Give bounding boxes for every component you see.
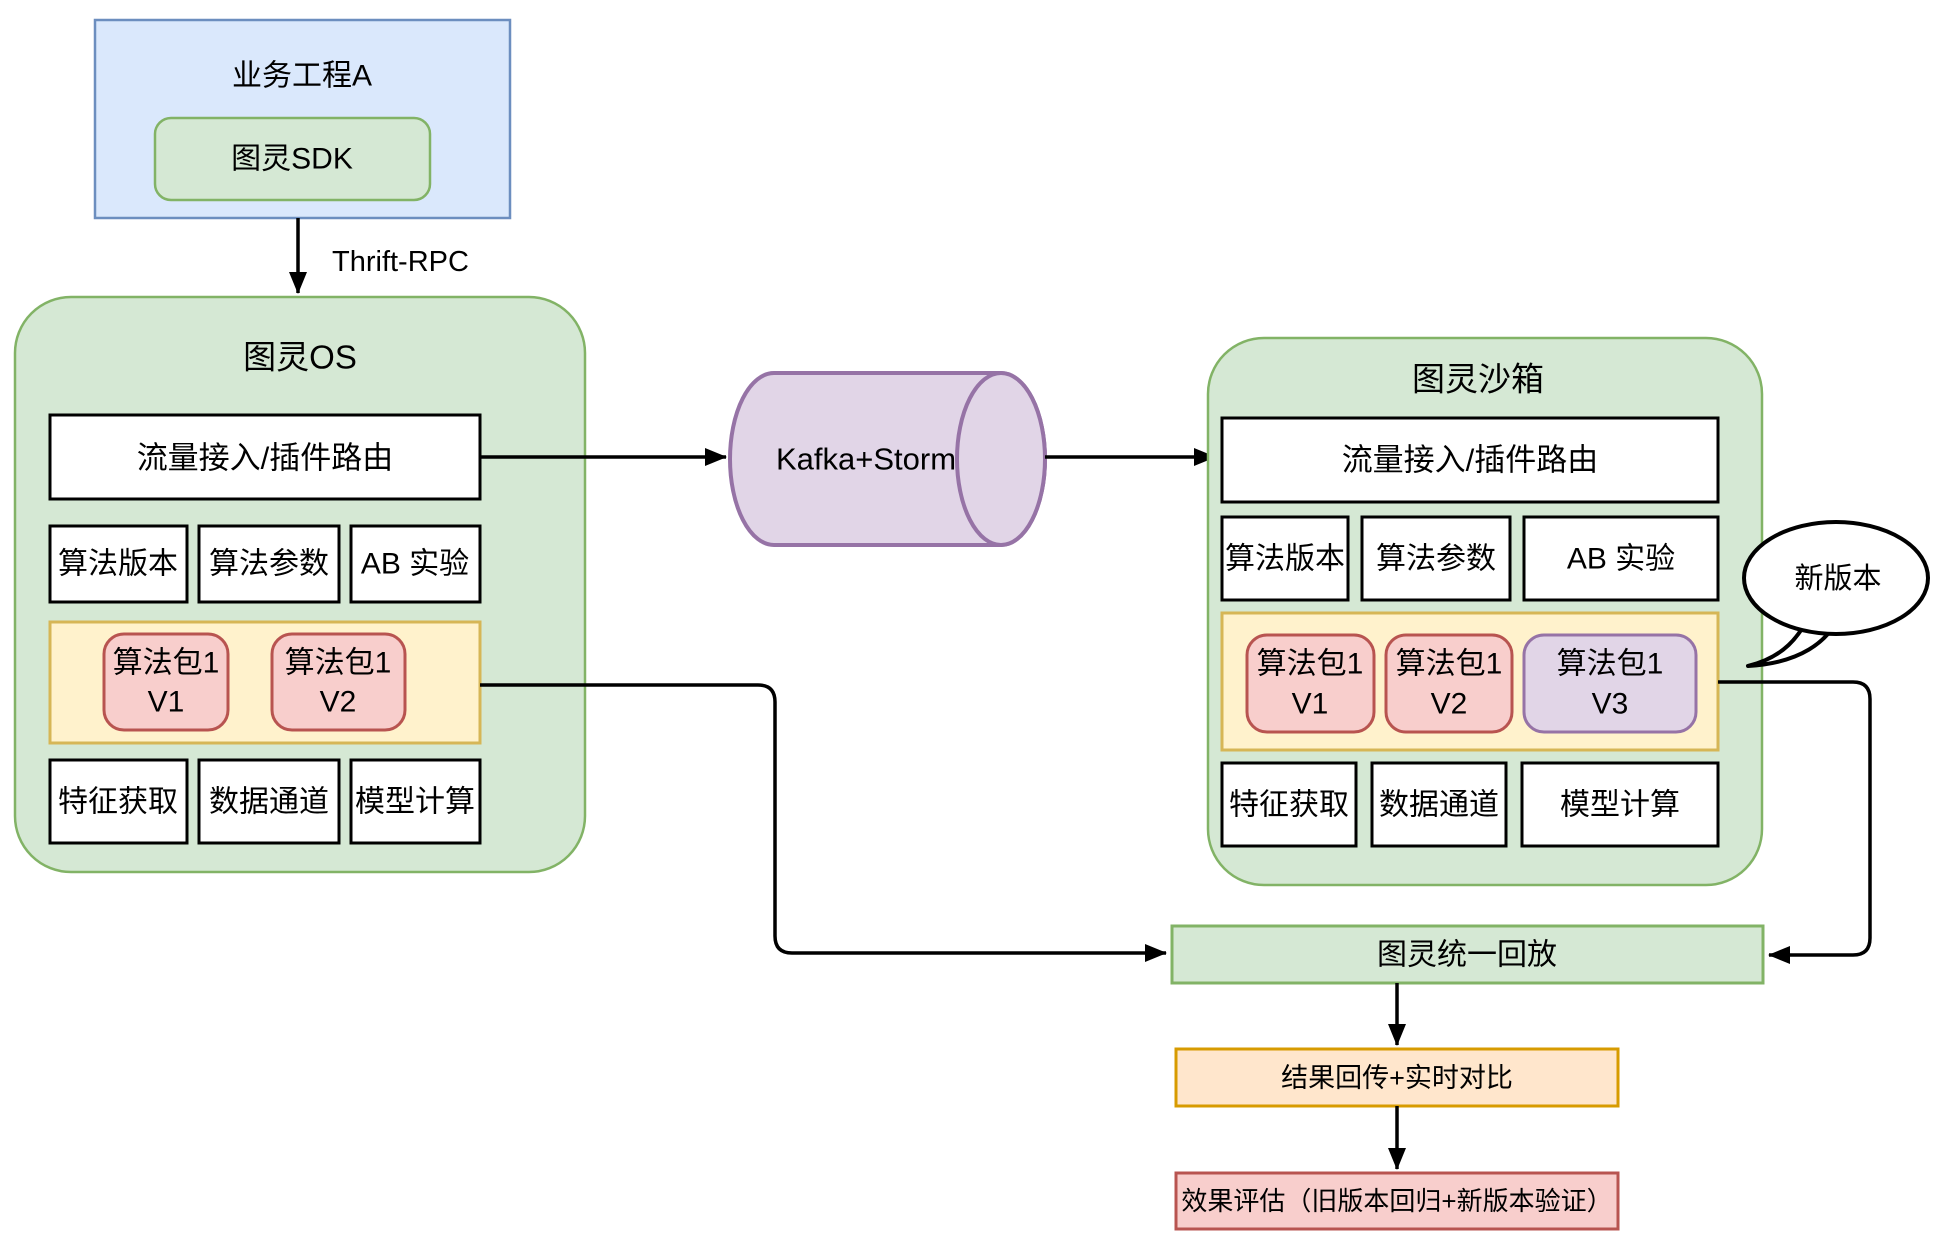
turing-sdk-label: 图灵SDK: [231, 143, 353, 176]
sandbox-package-v1-version: V1: [1292, 688, 1329, 721]
connector-os-to-replay: [480, 683, 1167, 962]
sandbox-package-v2-version: V2: [1431, 688, 1468, 721]
sandbox-engine-box-channel: [1370, 761, 1508, 848]
sandbox-package-v3-box: [1522, 633, 1698, 734]
replay-label: 图灵统一回放: [1377, 939, 1557, 972]
turing-os-title: 图灵OS: [243, 339, 357, 376]
os-engine-label-channel: 数据通道: [209, 786, 329, 819]
kafka-label: Kafka+Storm: [776, 442, 956, 477]
turing-os-group: 图灵OS 流量接入/插件路由 算法版本 算法参数 AB 实验 算法包1 V1 算…: [13, 295, 587, 874]
sandbox-package-v1-name: 算法包1: [1257, 648, 1364, 681]
sandbox-engine-label-model: 模型计算: [1560, 789, 1680, 822]
evaluate-box: [1174, 1171, 1620, 1231]
sandbox-config-label-params: 算法参数: [1376, 543, 1496, 576]
sandbox-package-v3-name: 算法包1: [1557, 648, 1664, 681]
kafka-cylinder-cap: [955, 371, 1047, 547]
compare-label: 结果回传+实时对比: [1281, 1063, 1513, 1093]
os-engine-label-feature: 特征获取: [58, 786, 178, 819]
kafka-storm-group: Kafka+Storm: [728, 371, 1047, 547]
thrift-rpc-label: Thrift-RPC: [332, 246, 469, 278]
sandbox-package-v1-box: [1245, 633, 1376, 734]
sandbox-engine-label-feature: 特征获取: [1229, 789, 1349, 822]
os-config-label-ab: AB 实验: [361, 548, 469, 581]
sandbox-config-label-ab: AB 实验: [1567, 543, 1675, 576]
os-package-v2-version: V2: [320, 686, 357, 719]
callout-bubble: [1742, 520, 1930, 636]
sandbox-engine-box-feature: [1220, 761, 1358, 848]
sandbox-config-box-version: [1220, 515, 1350, 602]
sandbox-config-label-version: 算法版本: [1225, 543, 1345, 576]
os-package-v2-box: [270, 632, 407, 732]
os-package-v1-version: V1: [148, 686, 185, 719]
sandbox-package-v2-box: [1384, 633, 1514, 734]
sandbox-config-box-ab: [1522, 515, 1720, 602]
os-config-box-params: [197, 524, 341, 604]
os-engine-label-model: 模型计算: [355, 786, 475, 819]
os-engine-box-channel: [197, 758, 341, 845]
sandbox-package-v2-name: 算法包1: [1396, 648, 1503, 681]
sandbox-package-v3-version: V3: [1592, 688, 1629, 721]
sandbox-group: 图灵沙箱 流量接入/插件路由 算法版本 算法参数 AB 实验 算法包1 V1 算…: [1206, 336, 1764, 887]
replay-box: [1170, 924, 1765, 985]
sandbox-router-label: 流量接入/插件路由: [1342, 443, 1599, 478]
sandbox-engine-box-model: [1520, 761, 1720, 848]
os-config-box-version: [48, 524, 189, 604]
os-config-box-ab: [349, 524, 482, 604]
callout-label: 新版本: [1794, 562, 1881, 595]
os-engine-box-feature: [48, 758, 189, 845]
turing-sdk-box: [153, 116, 432, 202]
sandbox-title: 图灵沙箱: [1412, 361, 1544, 398]
os-router-label: 流量接入/插件路由: [137, 441, 394, 476]
os-engine-box-model: [349, 758, 482, 845]
sandbox-config-box-params: [1360, 515, 1512, 602]
os-config-label-params: 算法参数: [209, 548, 329, 581]
business-project-group: 业务工程A 图灵SDK: [93, 18, 512, 220]
os-package-v1-box: [102, 632, 230, 732]
sandbox-router-box: [1220, 416, 1720, 504]
os-router-box: [48, 413, 482, 501]
os-package-v1-name: 算法包1: [113, 647, 220, 680]
evaluate-label: 效果评估（旧版本回归+新版本验证）: [1181, 1186, 1612, 1216]
os-config-label-version: 算法版本: [58, 548, 178, 581]
sandbox-engine-label-channel: 数据通道: [1379, 789, 1499, 822]
os-package-v2-name: 算法包1: [285, 647, 392, 680]
new-version-callout: 新版本: [1742, 520, 1930, 668]
connector-sandbox-to-replay: [1718, 680, 1872, 964]
business-project-title: 业务工程A: [232, 60, 372, 93]
